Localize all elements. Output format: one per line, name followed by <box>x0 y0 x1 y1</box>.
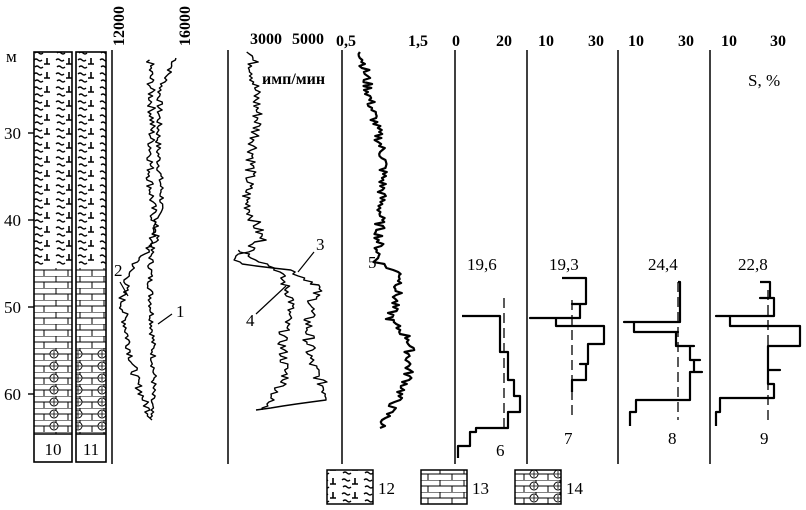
step-curve-6 <box>456 314 522 458</box>
tick-p9-30: 30 <box>770 33 786 50</box>
tick-p8-30: 30 <box>678 33 694 50</box>
curve-5 <box>357 51 416 430</box>
legend-swatch-12 <box>326 469 374 505</box>
tick-1-5: 1,5 <box>408 33 428 50</box>
tick-16000: 16000 <box>177 6 194 46</box>
legend-label-14: 14 <box>566 479 584 498</box>
tick-p6-20: 20 <box>496 33 512 50</box>
mean-p7: 19,3 <box>549 255 579 274</box>
column-10-label: 10 <box>45 440 62 459</box>
legend-label-13: 13 <box>472 479 489 498</box>
mean-p8: 24,4 <box>648 255 678 274</box>
mean-p6: 19,6 <box>467 255 497 274</box>
legend: 12 13 14 <box>326 469 584 505</box>
step-curve-7 <box>528 276 606 392</box>
tick-p8-10: 10 <box>628 33 644 50</box>
legend-label-12: 12 <box>378 479 395 498</box>
tick-5000: 5000 <box>292 31 324 48</box>
legend-swatch-13 <box>420 469 468 505</box>
depth-tick-label: 40 <box>4 211 21 230</box>
tick-p9-10: 10 <box>721 33 737 50</box>
step-curve-8 <box>622 280 704 426</box>
curve-3 <box>233 51 328 411</box>
curve-4 <box>237 249 295 411</box>
depth-tick-label: 30 <box>4 124 21 143</box>
panel-1-ticks: 12000 16000 <box>111 6 194 46</box>
curve-label-6: 6 <box>496 441 505 460</box>
curve-label-9: 9 <box>760 429 769 448</box>
depth-unit: м <box>6 47 17 66</box>
legend-swatch-14 <box>514 469 562 505</box>
tick-0-5: 0,5 <box>336 33 356 50</box>
step-curve-9 <box>714 280 802 426</box>
curve-label-3: 3 <box>316 235 325 254</box>
curve-label-5: 5 <box>368 253 377 272</box>
tick-12000: 12000 <box>111 6 128 46</box>
log-traces <box>118 51 802 458</box>
curve-label-8: 8 <box>668 429 677 448</box>
depth-axis: 30 40 50 60 <box>4 124 34 404</box>
tick-p7-30: 30 <box>588 33 604 50</box>
tick-p7-10: 10 <box>538 33 554 50</box>
curve-label-4: 4 <box>246 311 255 330</box>
curve-2 <box>118 59 160 421</box>
tick-3000: 3000 <box>250 31 282 48</box>
curve-label-7: 7 <box>564 429 573 448</box>
panel-frames <box>111 50 711 464</box>
column-11-label: 11 <box>83 440 99 459</box>
curve-label-2: 2 <box>114 261 123 280</box>
depth-tick-label: 60 <box>4 385 21 404</box>
curve-1 <box>146 57 177 419</box>
lithology-column-11: 11 <box>75 51 107 463</box>
panel-9-unit: S, % <box>748 71 780 90</box>
mean-p9: 22,8 <box>738 255 768 274</box>
curve-label-1: 1 <box>176 302 185 321</box>
lithology-column-10: 10 <box>33 51 73 463</box>
panel-2-unit: имп/мин <box>262 71 325 88</box>
depth-tick-label: 50 <box>4 298 21 317</box>
tick-p6-0: 0 <box>452 33 460 50</box>
